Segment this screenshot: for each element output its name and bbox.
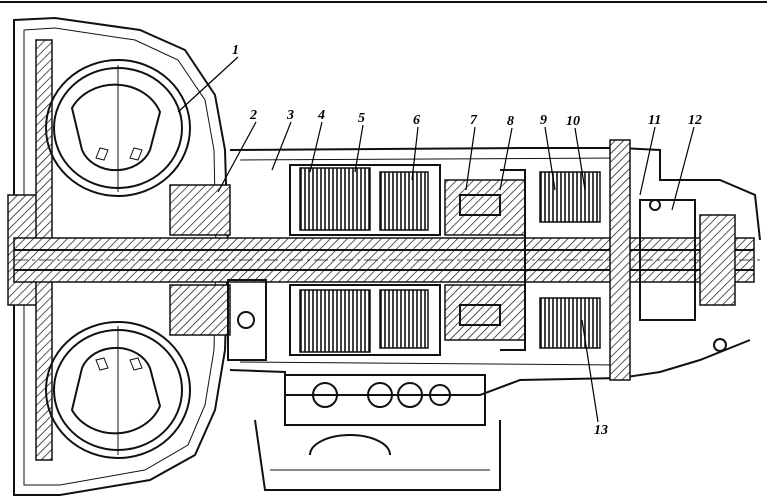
callout-labels: 1 2 3 4 5 6 7 8 9 10 11 12 13 bbox=[232, 43, 702, 438]
callout-1: 1 bbox=[232, 43, 239, 58]
torque-converter-lower bbox=[45, 321, 191, 459]
callout-12: 12 bbox=[688, 113, 702, 128]
rear-housing bbox=[609, 139, 736, 381]
callout-10: 10 bbox=[566, 114, 580, 129]
callout-11: 11 bbox=[648, 113, 661, 128]
pump-assembly bbox=[169, 184, 267, 361]
callout-leaders bbox=[177, 56, 695, 423]
clutch-packs bbox=[289, 164, 601, 356]
main-shaft bbox=[13, 237, 760, 283]
callout-3: 3 bbox=[286, 108, 294, 123]
callout-6: 6 bbox=[413, 113, 420, 128]
callout-9: 9 bbox=[540, 113, 547, 128]
callout-13: 13 bbox=[594, 423, 608, 438]
callout-4: 4 bbox=[317, 108, 325, 123]
planetary-gear-set bbox=[444, 169, 526, 351]
callout-7: 7 bbox=[470, 113, 478, 128]
callout-8: 8 bbox=[507, 114, 514, 129]
torque-converter-upper bbox=[45, 59, 191, 197]
callout-2: 2 bbox=[249, 108, 257, 123]
valve-body bbox=[254, 374, 501, 491]
callout-5: 5 bbox=[358, 111, 365, 126]
